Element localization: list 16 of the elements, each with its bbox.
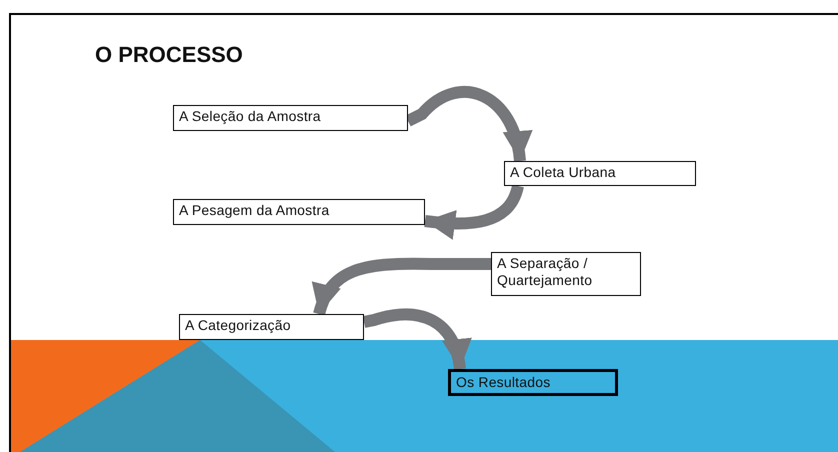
step-box	[504, 161, 696, 186]
curved-arrow	[313, 258, 491, 316]
step-label: Os Resultados	[456, 374, 550, 390]
step-box	[173, 199, 425, 225]
step-label: A Pesagem da Amostra	[179, 202, 330, 218]
step-box	[448, 369, 618, 396]
step-label: A Categorização	[185, 317, 291, 333]
curved-arrow	[362, 308, 470, 370]
slide-title: O PROCESSO	[95, 42, 243, 68]
step-box	[491, 252, 641, 296]
step-label: A Seleção da Amostra	[179, 108, 321, 124]
step-label: A Coleta Urbana	[510, 164, 616, 180]
step-box	[179, 314, 364, 340]
step-label: A Separação / Quartejamento	[497, 255, 592, 288]
curved-arrow	[424, 184, 524, 240]
step-box	[173, 105, 408, 131]
